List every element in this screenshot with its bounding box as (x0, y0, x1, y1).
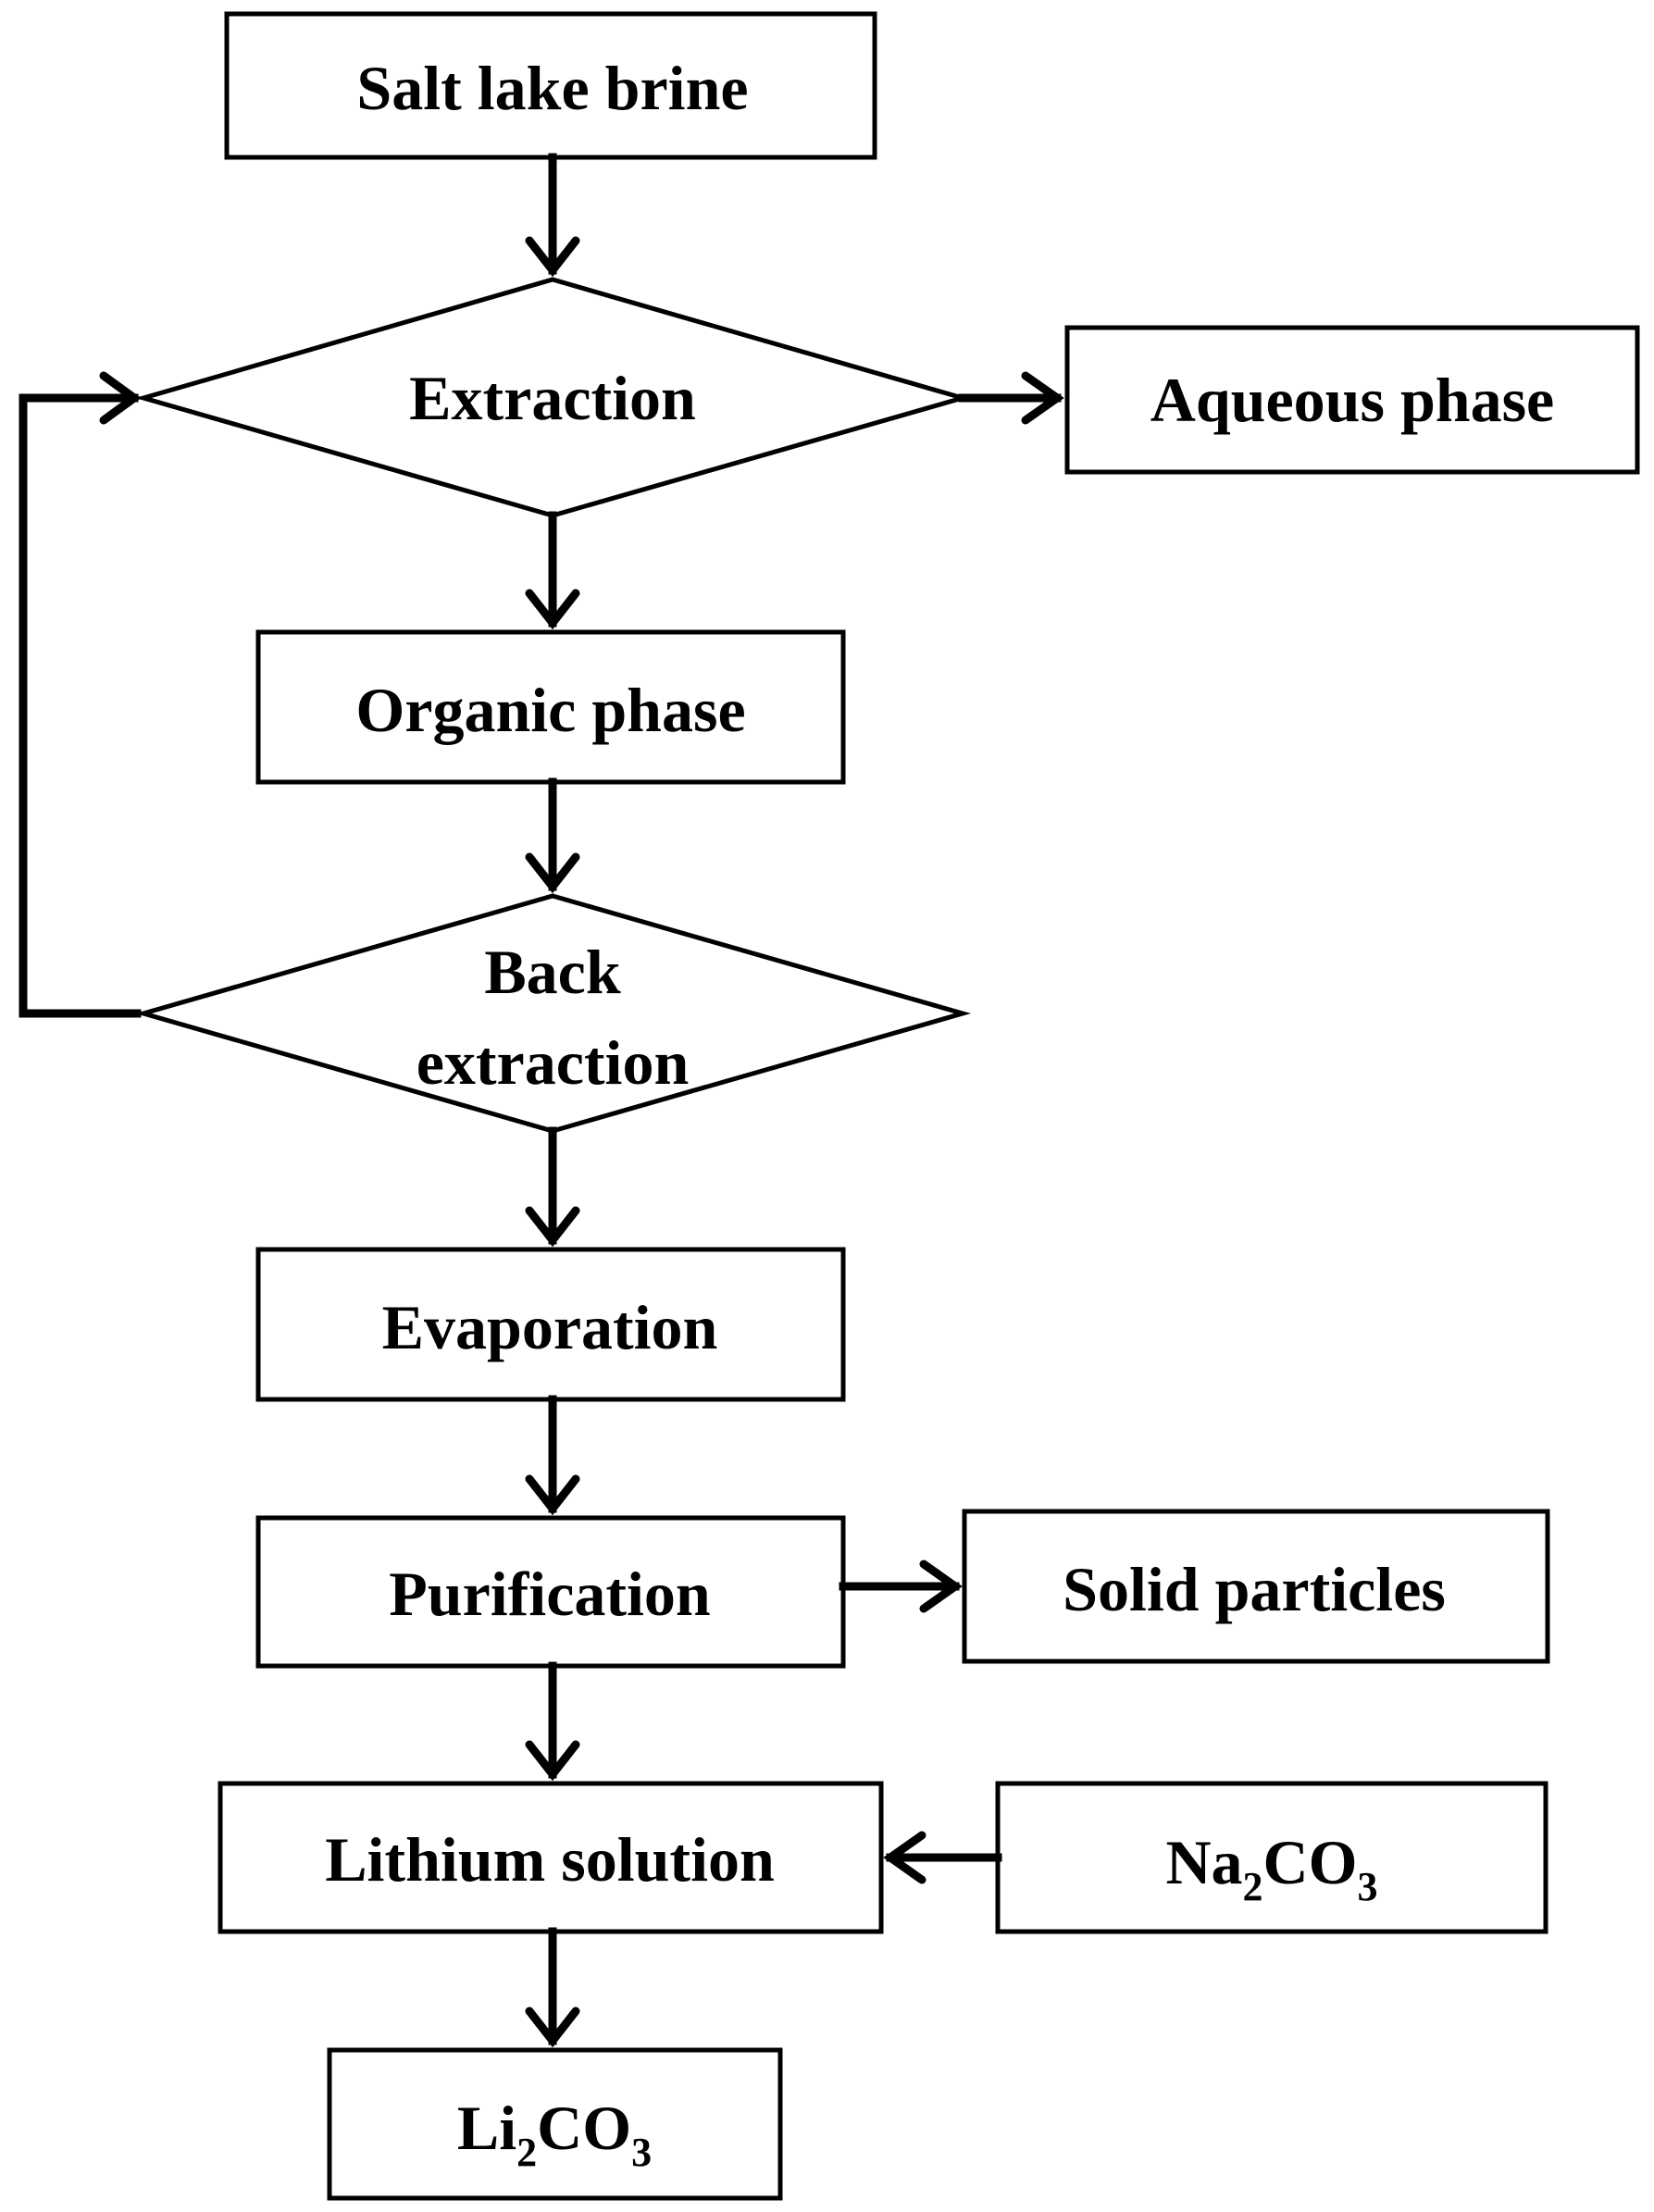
node-lithium-solution (218, 1781, 884, 1934)
label-organic-phase: Organic phase (355, 675, 745, 745)
node-organic-phase (255, 629, 846, 785)
label-salt-lake-brine: Salt lake brine (356, 53, 748, 123)
label-purification: Purification (389, 1559, 711, 1629)
arrowhead-organic-back (525, 852, 580, 894)
arrowhead-extraction-aqueous (1021, 371, 1064, 425)
arrowhead-lithium-li2co3 (525, 2007, 580, 2048)
node-purification (255, 1515, 846, 1669)
node-salt-lake-brine (224, 11, 877, 160)
label-solid-particles: Solid particles (1063, 1554, 1446, 1624)
node-li2co3 (327, 2047, 783, 2201)
arrowhead-na2co3-lithium (883, 1831, 926, 1884)
label-li2co3: Li2CO3 (457, 2093, 652, 2175)
label-back-extraction-line1: Back (484, 937, 621, 1007)
arrowhead-extraction-organic (525, 589, 580, 630)
arrowhead-evaporation-purification (525, 1474, 580, 1516)
connectors (19, 153, 1064, 2048)
label-aqueous-phase: Aqueous phase (1150, 365, 1555, 435)
arrowhead-back-evaporation (525, 1206, 580, 1248)
arrowhead-purification-lithium (525, 1740, 580, 1782)
arrowhead-back-recycle (99, 371, 142, 425)
na2co3-subscript-2: 2 (1243, 1864, 1263, 1909)
label-evaporation: Evaporation (382, 1292, 718, 1362)
li2co3-subscript-3: 3 (631, 2130, 652, 2175)
node-aqueous-phase (1064, 325, 1640, 475)
node-back-extraction (134, 893, 972, 1134)
node-na2co3 (995, 1781, 1548, 1934)
na2co3-part-co: CO (1263, 1827, 1358, 1897)
li2co3-subscript-2: 2 (516, 2130, 537, 2175)
li2co3-part-li: Li (457, 2093, 516, 2163)
li2co3-part-co: CO (537, 2093, 631, 2163)
connector-back-recycle (19, 393, 142, 1018)
label-lithium-solution: Lithium solution (325, 1824, 775, 1895)
label-extraction: Extraction (409, 363, 696, 433)
na2co3-part-na: Na (1165, 1827, 1242, 1897)
node-solid-particles (962, 1509, 1550, 1664)
label-na2co3: Na2CO3 (1165, 1827, 1377, 1909)
node-evaporation (255, 1247, 846, 1402)
arrowhead-purification-solid (919, 1560, 963, 1613)
arrowhead-brine-extraction (525, 236, 580, 278)
label-back-extraction-line2: extraction (417, 1027, 690, 1098)
na2co3-subscript-3: 3 (1358, 1864, 1378, 1909)
